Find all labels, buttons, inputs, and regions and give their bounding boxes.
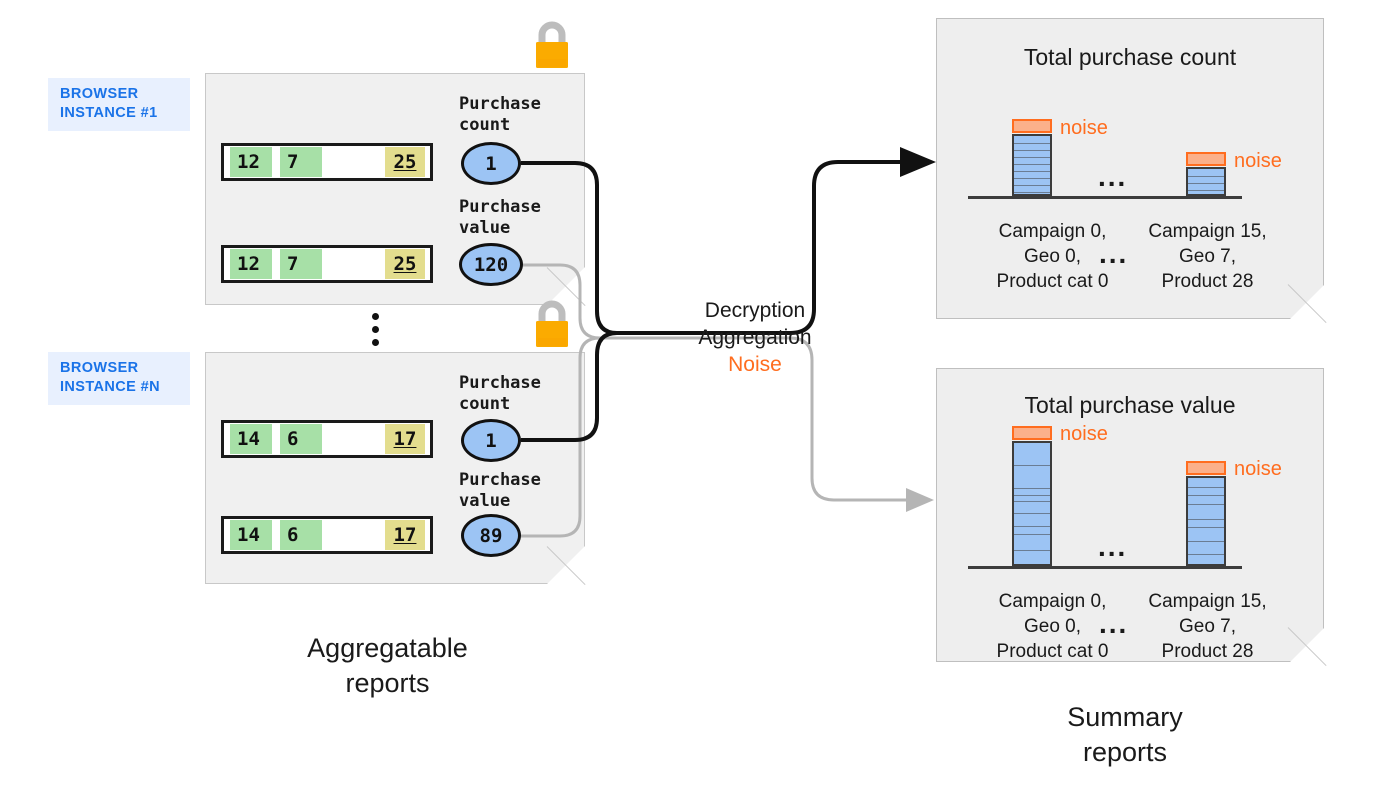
bar-noise-value-1	[1186, 461, 1226, 475]
report-cell-geo: 7	[280, 249, 322, 279]
report-cell-campaign: 14	[230, 424, 272, 454]
noise-label-count-1: noise	[1234, 150, 1282, 172]
purchase-count-bubble: 1	[461, 419, 521, 462]
browser-instance-badge-1: BROWSER INSTANCE #1	[48, 78, 190, 131]
category-label-count-0: Campaign 0, Geo 0, Product cat 0	[996, 221, 1109, 292]
report-cell-campaign: 14	[230, 520, 272, 550]
noise-label-value-0: noise	[1060, 423, 1108, 445]
lock-icon	[529, 297, 575, 362]
bar-body-count-0	[1012, 134, 1052, 196]
metric-label-purchase-value: Purchase value	[459, 197, 541, 238]
arrowhead-black	[900, 147, 936, 177]
summary-report-card-value	[936, 368, 1324, 662]
purchase-count-bubble: 1	[461, 142, 521, 185]
category-label-value-0: Campaign 0, Geo 0, Product cat 0	[996, 591, 1109, 662]
process-line-noise: Noise	[728, 353, 782, 376]
metric-label-purchase-count: Purchase count	[459, 94, 541, 135]
report-cell-product: 25	[385, 249, 425, 279]
report-row: 12 7 25	[221, 143, 433, 181]
report-cell-geo: 6	[280, 520, 322, 550]
process-step-label: Decryption Aggregation Noise	[655, 297, 855, 378]
report-row: 14 6 17	[221, 516, 433, 554]
chart-ellipsis-value: ...	[1098, 531, 1128, 562]
bar-body-value-0	[1012, 441, 1052, 566]
chart-ellipsis-count: ...	[1098, 161, 1128, 192]
summary-report-card-count	[936, 18, 1324, 319]
summary-reports-caption: Summary reports	[1067, 702, 1183, 767]
browser-instance-badge-n: BROWSER INSTANCE #N	[48, 352, 190, 405]
report-row: 14 6 17	[221, 420, 433, 458]
bar-noise-count-0	[1012, 119, 1052, 133]
noise-label-value-1: noise	[1234, 458, 1282, 480]
bar-noise-value-0	[1012, 426, 1052, 440]
report-row: 12 7 25	[221, 245, 433, 283]
purchase-value-bubble: 120	[459, 243, 523, 286]
noise-label-count-0: noise	[1060, 117, 1108, 139]
report-cell-product: 17	[385, 424, 425, 454]
lock-icon	[529, 18, 575, 83]
category-ellipsis-value: ...	[1099, 608, 1129, 639]
process-line-decryption: Decryption	[704, 299, 806, 322]
summary-title-value: Total purchase value	[1024, 392, 1236, 418]
report-cell-geo: 7	[280, 147, 322, 177]
aggregatable-reports-caption: Aggregatable reports	[307, 633, 468, 698]
metric-label-purchase-value: Purchase value	[459, 470, 541, 511]
vertical-ellipsis-icon	[372, 313, 379, 352]
category-label-count-1: Campaign 15, Geo 7, Product 28	[1148, 221, 1267, 292]
chart-axis-count	[968, 196, 1242, 199]
report-cell-product: 17	[385, 520, 425, 550]
report-cell-geo: 6	[280, 424, 322, 454]
arrowhead-grey	[906, 488, 934, 512]
report-cell-campaign: 12	[230, 147, 272, 177]
summary-title-count: Total purchase count	[1023, 44, 1237, 70]
process-line-aggregation: Aggregation	[698, 326, 812, 349]
report-cell-campaign: 12	[230, 249, 272, 279]
bar-noise-count-1	[1186, 152, 1226, 166]
report-cell-product: 25	[385, 147, 425, 177]
bar-body-count-1	[1186, 167, 1226, 196]
purchase-value-bubble: 89	[461, 514, 521, 557]
category-label-value-1: Campaign 15, Geo 7, Product 28	[1148, 591, 1267, 662]
category-ellipsis-count: ...	[1099, 238, 1129, 269]
chart-axis-value	[968, 566, 1242, 569]
bar-body-value-1	[1186, 476, 1226, 566]
metric-label-purchase-count: Purchase count	[459, 373, 541, 414]
